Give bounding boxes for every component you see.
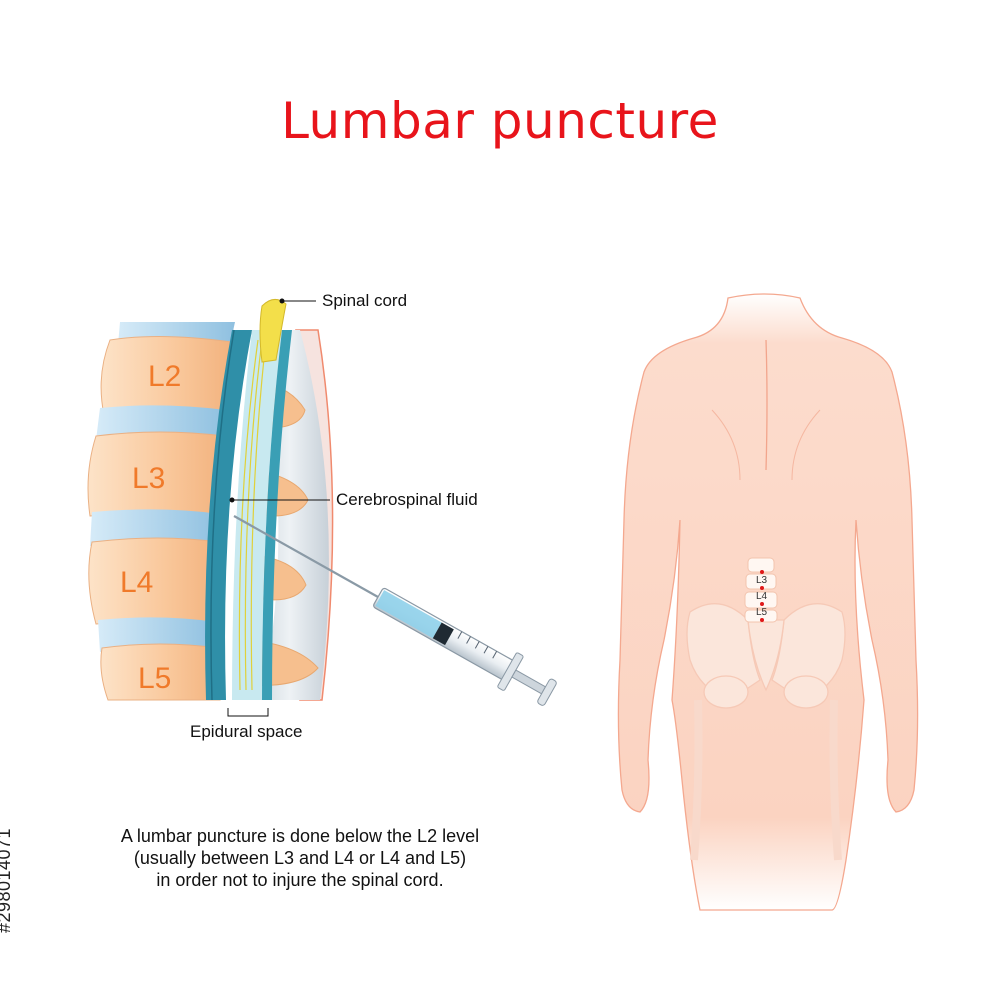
puncture-point (760, 586, 764, 590)
label-epidural-space: Epidural space (190, 722, 303, 741)
label-cerebrospinal-fluid: Cerebrospinal fluid (336, 490, 478, 509)
label-spinal-cord: Spinal cord (322, 291, 408, 310)
vertebral-column (87, 322, 235, 701)
vertebra-label-l2: L2 (148, 360, 181, 393)
puncture-point (760, 570, 764, 574)
vertebra-label-l5: L5 (138, 662, 171, 695)
spinal-canal (205, 329, 292, 701)
back-lumbar-vertebrae (744, 557, 778, 623)
vertebra-label-l4: L4 (120, 566, 153, 599)
back-marker-l5: L5 (756, 607, 768, 618)
vertebra-label-l3: L3 (132, 462, 165, 495)
syringe (373, 587, 557, 706)
caption-line-1: A lumbar puncture is done below the L2 l… (120, 826, 480, 846)
back-marker-l4: L4 (756, 591, 768, 602)
spinal-cord (259, 299, 287, 363)
page-title: Lumbar puncture (281, 92, 719, 150)
puncture-point (760, 602, 764, 606)
stock-id: #298014071 (0, 827, 15, 934)
needle (233, 515, 379, 598)
caption-line-2: (usually between L3 and L4 or L4 and L5) (133, 848, 467, 868)
caption-line-3: in order not to injure the spinal cord. (156, 870, 444, 890)
back-marker-l3: L3 (756, 575, 768, 586)
pelvis (686, 603, 846, 709)
caption: A lumbar puncture is done below the L2 l… (90, 825, 510, 891)
puncture-point (760, 618, 764, 622)
